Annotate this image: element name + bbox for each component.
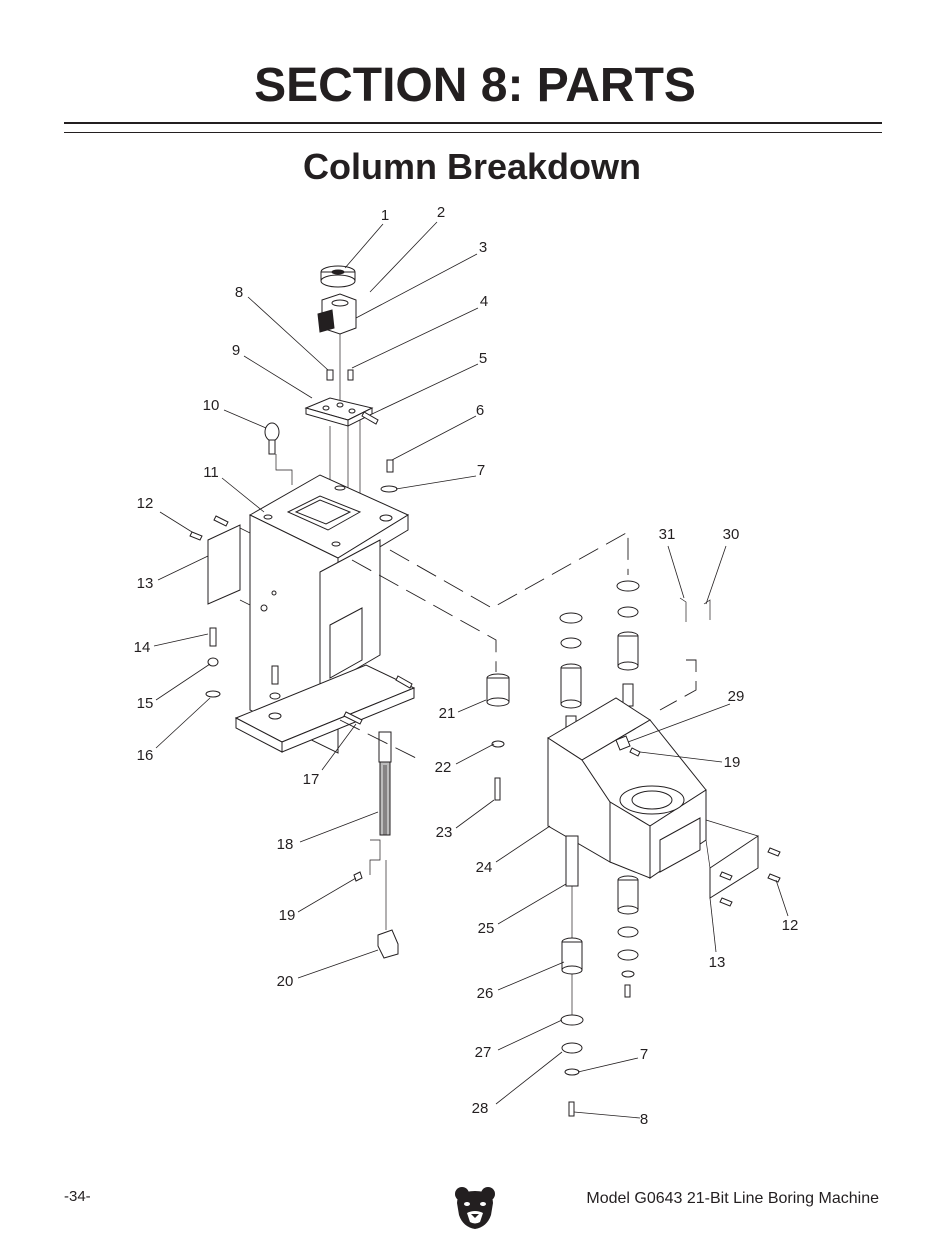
dashed-path-29 (389, 531, 629, 609)
callout-17: 17 (303, 771, 320, 788)
left-column-assembly (189, 265, 416, 959)
callout-15: 15 (137, 695, 154, 712)
callout-26: 26 (477, 985, 494, 1002)
leader-lines (153, 221, 789, 1119)
callout-labels: 1 2 3 4 5 6 7 8 9 10 11 12 13 14 15 16 1… (134, 204, 799, 1128)
callout-27: 27 (475, 1044, 492, 1061)
callout-14: 14 (134, 639, 151, 656)
header-rule-thick (64, 122, 882, 124)
callout-5: 5 (479, 350, 487, 367)
bear-head-logo-icon (455, 1187, 495, 1229)
callout-3: 3 (479, 239, 487, 256)
callout-30: 30 (723, 526, 740, 543)
callout-9: 9 (232, 342, 240, 359)
callout-12-right: 12 (782, 917, 799, 934)
callout-18: 18 (277, 836, 294, 853)
callout-8-lower: 8 (640, 1111, 648, 1128)
callout-7-lower: 7 (640, 1046, 648, 1063)
page-number: -34- (64, 1188, 91, 1205)
callout-7: 7 (477, 462, 485, 479)
callout-12: 12 (137, 495, 154, 512)
callout-2: 2 (437, 204, 445, 221)
center-parts (486, 673, 510, 801)
callout-23: 23 (436, 824, 453, 841)
callout-31: 31 (659, 526, 676, 543)
exploded-parts-diagram: 1 2 3 4 5 6 7 8 9 10 11 12 13 14 15 16 1… (134, 204, 799, 1128)
callout-11: 11 (203, 464, 219, 481)
dashed-path-21 (351, 559, 497, 672)
callout-13-right: 13 (709, 954, 726, 971)
section-title: SECTION 8: PARTS (254, 59, 696, 112)
right-head-assembly (547, 580, 781, 1117)
callout-22: 22 (435, 759, 452, 776)
page-subtitle: Column Breakdown (302, 146, 642, 187)
callout-29: 29 (728, 688, 745, 705)
callout-28: 28 (472, 1100, 489, 1117)
callout-16: 16 (137, 747, 154, 764)
callout-25: 25 (478, 920, 495, 937)
callout-20: 20 (277, 973, 294, 990)
callout-4: 4 (480, 293, 488, 310)
callout-8: 8 (235, 284, 243, 301)
callout-1: 1 (381, 207, 389, 224)
callout-10: 10 (203, 397, 220, 414)
dashed-path-bottom (339, 719, 421, 761)
callout-19: 19 (279, 907, 296, 924)
callout-13: 13 (137, 575, 154, 592)
footer-model-text: Model G0643 21-Bit Line Boring Machine (586, 1190, 879, 1207)
callout-21: 21 (439, 705, 456, 722)
callout-19-right: 19 (724, 754, 741, 771)
header-rule-thin (64, 132, 882, 133)
callout-24: 24 (476, 859, 493, 876)
callout-6: 6 (476, 402, 484, 419)
